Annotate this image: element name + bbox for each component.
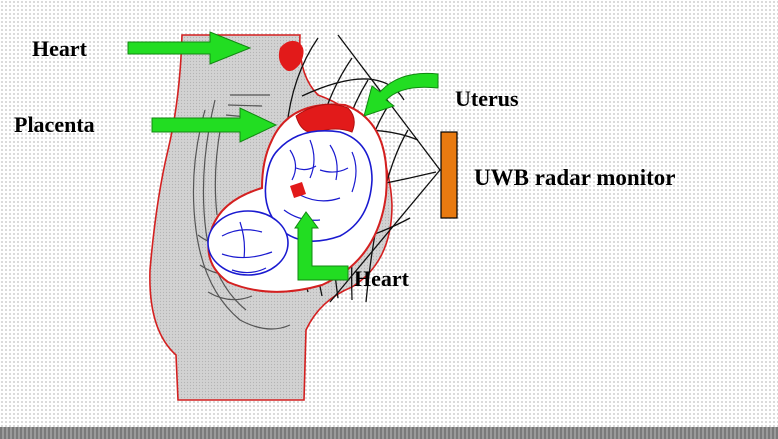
fetus-head	[208, 211, 288, 275]
radar-monitor-bar	[441, 132, 457, 218]
heart-mother-label: Heart	[32, 36, 88, 61]
monitor-label: UWB radar monitor	[474, 165, 675, 190]
placenta-label: Placenta	[14, 112, 95, 137]
bottom-bar	[0, 427, 778, 439]
heart-fetus-label: Heart	[354, 266, 410, 291]
uterus-label: Uterus	[455, 86, 519, 111]
